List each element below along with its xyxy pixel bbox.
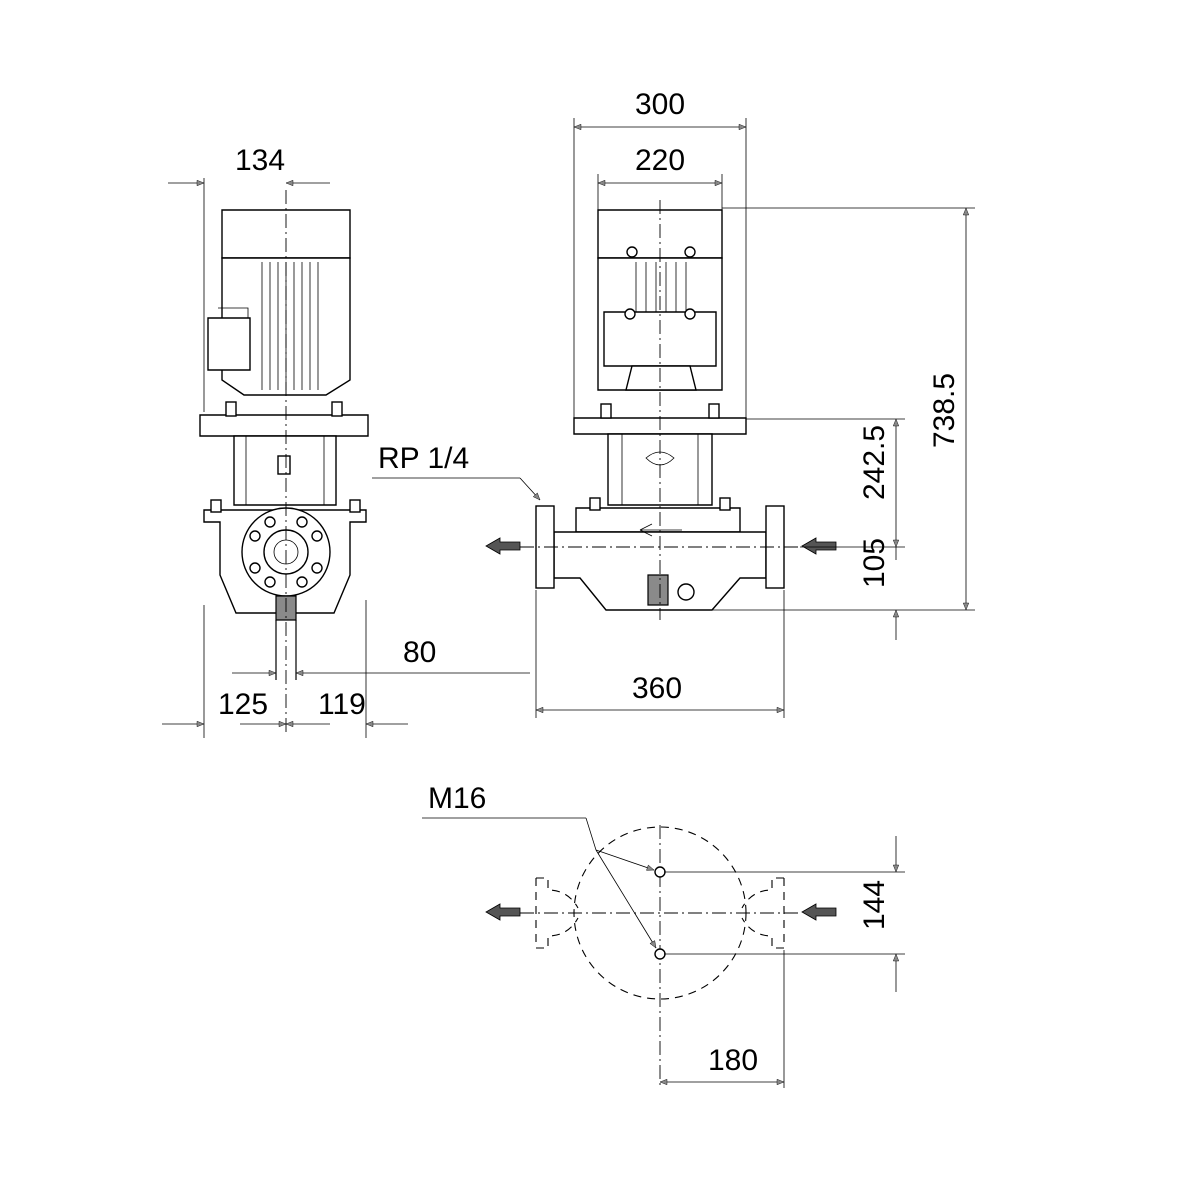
dim-220-label: 220 xyxy=(635,144,685,177)
dim-180: 180 xyxy=(659,950,785,1088)
dim-105-label: 105 xyxy=(858,538,891,588)
dim-360: 360 xyxy=(535,590,785,718)
bolt-label: M16 xyxy=(428,782,486,815)
dim-360-label: 360 xyxy=(632,672,682,705)
side-view xyxy=(199,190,369,735)
dim-119-label: 119 xyxy=(318,688,366,721)
flow-arrows-footprint xyxy=(485,903,837,921)
footprint-view xyxy=(520,825,800,1085)
dim-125-119: 125 119 xyxy=(162,600,408,738)
dim-134-label: 134 xyxy=(235,144,285,177)
dim-80: 80 xyxy=(232,636,530,677)
dim-80-label: 80 xyxy=(403,636,436,669)
dim-125-label: 125 xyxy=(218,688,268,721)
vent-callout: RP 1/4 xyxy=(372,442,541,501)
dim-134: 134 xyxy=(168,144,330,412)
front-view xyxy=(520,200,800,620)
flow-arrows-front xyxy=(485,537,837,555)
dim-300-220: 300 220 xyxy=(573,88,747,418)
dim-144-label: 144 xyxy=(858,880,891,930)
dim-180-label: 180 xyxy=(708,1044,758,1077)
vent-label: RP 1/4 xyxy=(378,442,469,475)
bolt-callout: M16 xyxy=(422,782,657,949)
dim-144: 144 xyxy=(664,836,905,992)
dim-738-label: 738.5 xyxy=(928,373,961,448)
dim-242-label: 242.5 xyxy=(858,425,891,500)
dim-vertical: 738.5 242.5 105 xyxy=(712,207,975,640)
dim-300-label: 300 xyxy=(635,88,685,121)
